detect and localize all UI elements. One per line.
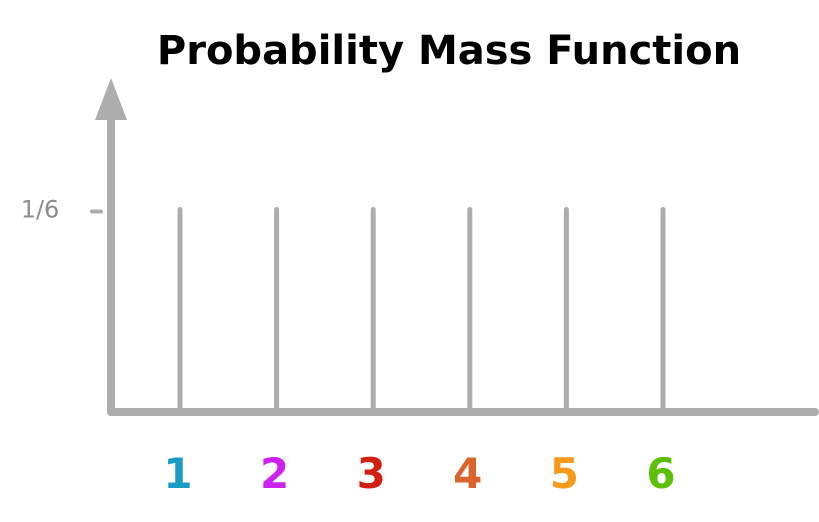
y-tick-label: 1/6 — [21, 196, 60, 224]
stems — [177, 207, 666, 415]
chart-title: Probability Mass Function — [157, 28, 741, 74]
y-axis-arrowhead — [95, 78, 127, 120]
tick-labels: 1/6 1 2 3 4 5 6 — [21, 196, 676, 498]
axes — [90, 78, 819, 416]
x-tick-label: 6 — [646, 449, 675, 498]
x-tick-label: 4 — [453, 449, 482, 498]
x-tick-label: 3 — [357, 449, 386, 498]
x-tick-label: 2 — [260, 449, 289, 498]
x-tick-label: 5 — [550, 449, 579, 498]
x-tick-label: 1 — [163, 449, 192, 498]
